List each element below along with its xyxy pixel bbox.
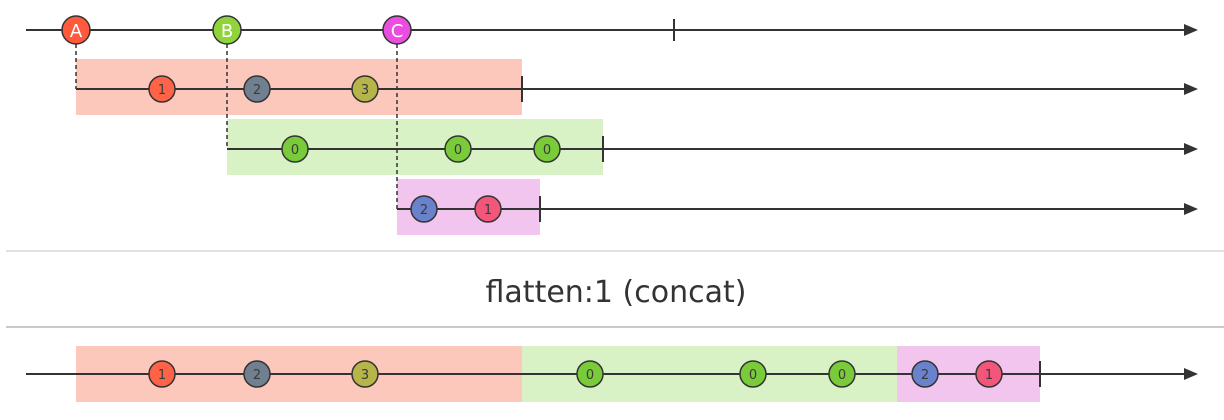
inner-b-marble: 0 — [444, 135, 472, 163]
source-marbles: A B C — [61, 15, 412, 45]
svg-text:3: 3 — [361, 83, 369, 98]
svg-text:0: 0 — [586, 368, 594, 383]
source-marble: B — [212, 15, 242, 45]
inner-b-marble: 0 — [533, 135, 561, 163]
inner-a-marbles: 1 2 3 — [148, 75, 379, 103]
output-marble: 3 — [351, 360, 379, 388]
svg-text:3: 3 — [361, 368, 369, 383]
svg-text:0: 0 — [749, 368, 757, 383]
output-marble: 2 — [243, 360, 271, 388]
svg-text:0: 0 — [543, 143, 551, 158]
inner-c-marbles: 2 1 — [410, 195, 502, 223]
output-marble: 1 — [148, 360, 176, 388]
svg-text:1: 1 — [985, 368, 993, 383]
inner-c-marble: 1 — [474, 195, 502, 223]
inner-a-band — [76, 59, 522, 115]
source-marble: C — [382, 15, 412, 45]
operator-label: flatten:1 (concat) — [486, 275, 747, 310]
svg-text:2: 2 — [420, 203, 428, 218]
svg-text:2: 2 — [921, 368, 929, 383]
svg-text:0: 0 — [454, 143, 462, 158]
svg-text:1: 1 — [484, 203, 492, 218]
output-marble: 0 — [576, 360, 604, 388]
inner-a-marble: 1 — [148, 75, 176, 103]
svg-text:B: B — [221, 21, 233, 42]
inner-a-marble: 3 — [351, 75, 379, 103]
output-marble: 0 — [739, 360, 767, 388]
svg-text:0: 0 — [291, 143, 299, 158]
output-marble: 0 — [828, 360, 856, 388]
svg-text:A: A — [70, 21, 83, 42]
output-marbles: 1 2 3 0 0 0 2 1 — [148, 360, 1003, 388]
svg-text:0: 0 — [838, 368, 846, 383]
inner-b-marble: 0 — [281, 135, 309, 163]
svg-text:2: 2 — [253, 83, 261, 98]
output-marble: 2 — [911, 360, 939, 388]
svg-text:1: 1 — [158, 368, 166, 383]
inner-a-marble: 2 — [243, 75, 271, 103]
svg-text:2: 2 — [253, 368, 261, 383]
svg-text:1: 1 — [158, 83, 166, 98]
inner-c-marble: 2 — [410, 195, 438, 223]
output-marble: 1 — [975, 360, 1003, 388]
svg-text:C: C — [391, 21, 404, 42]
inner-b-marbles: 0 0 0 — [281, 135, 561, 163]
source-marble: A — [61, 15, 91, 45]
